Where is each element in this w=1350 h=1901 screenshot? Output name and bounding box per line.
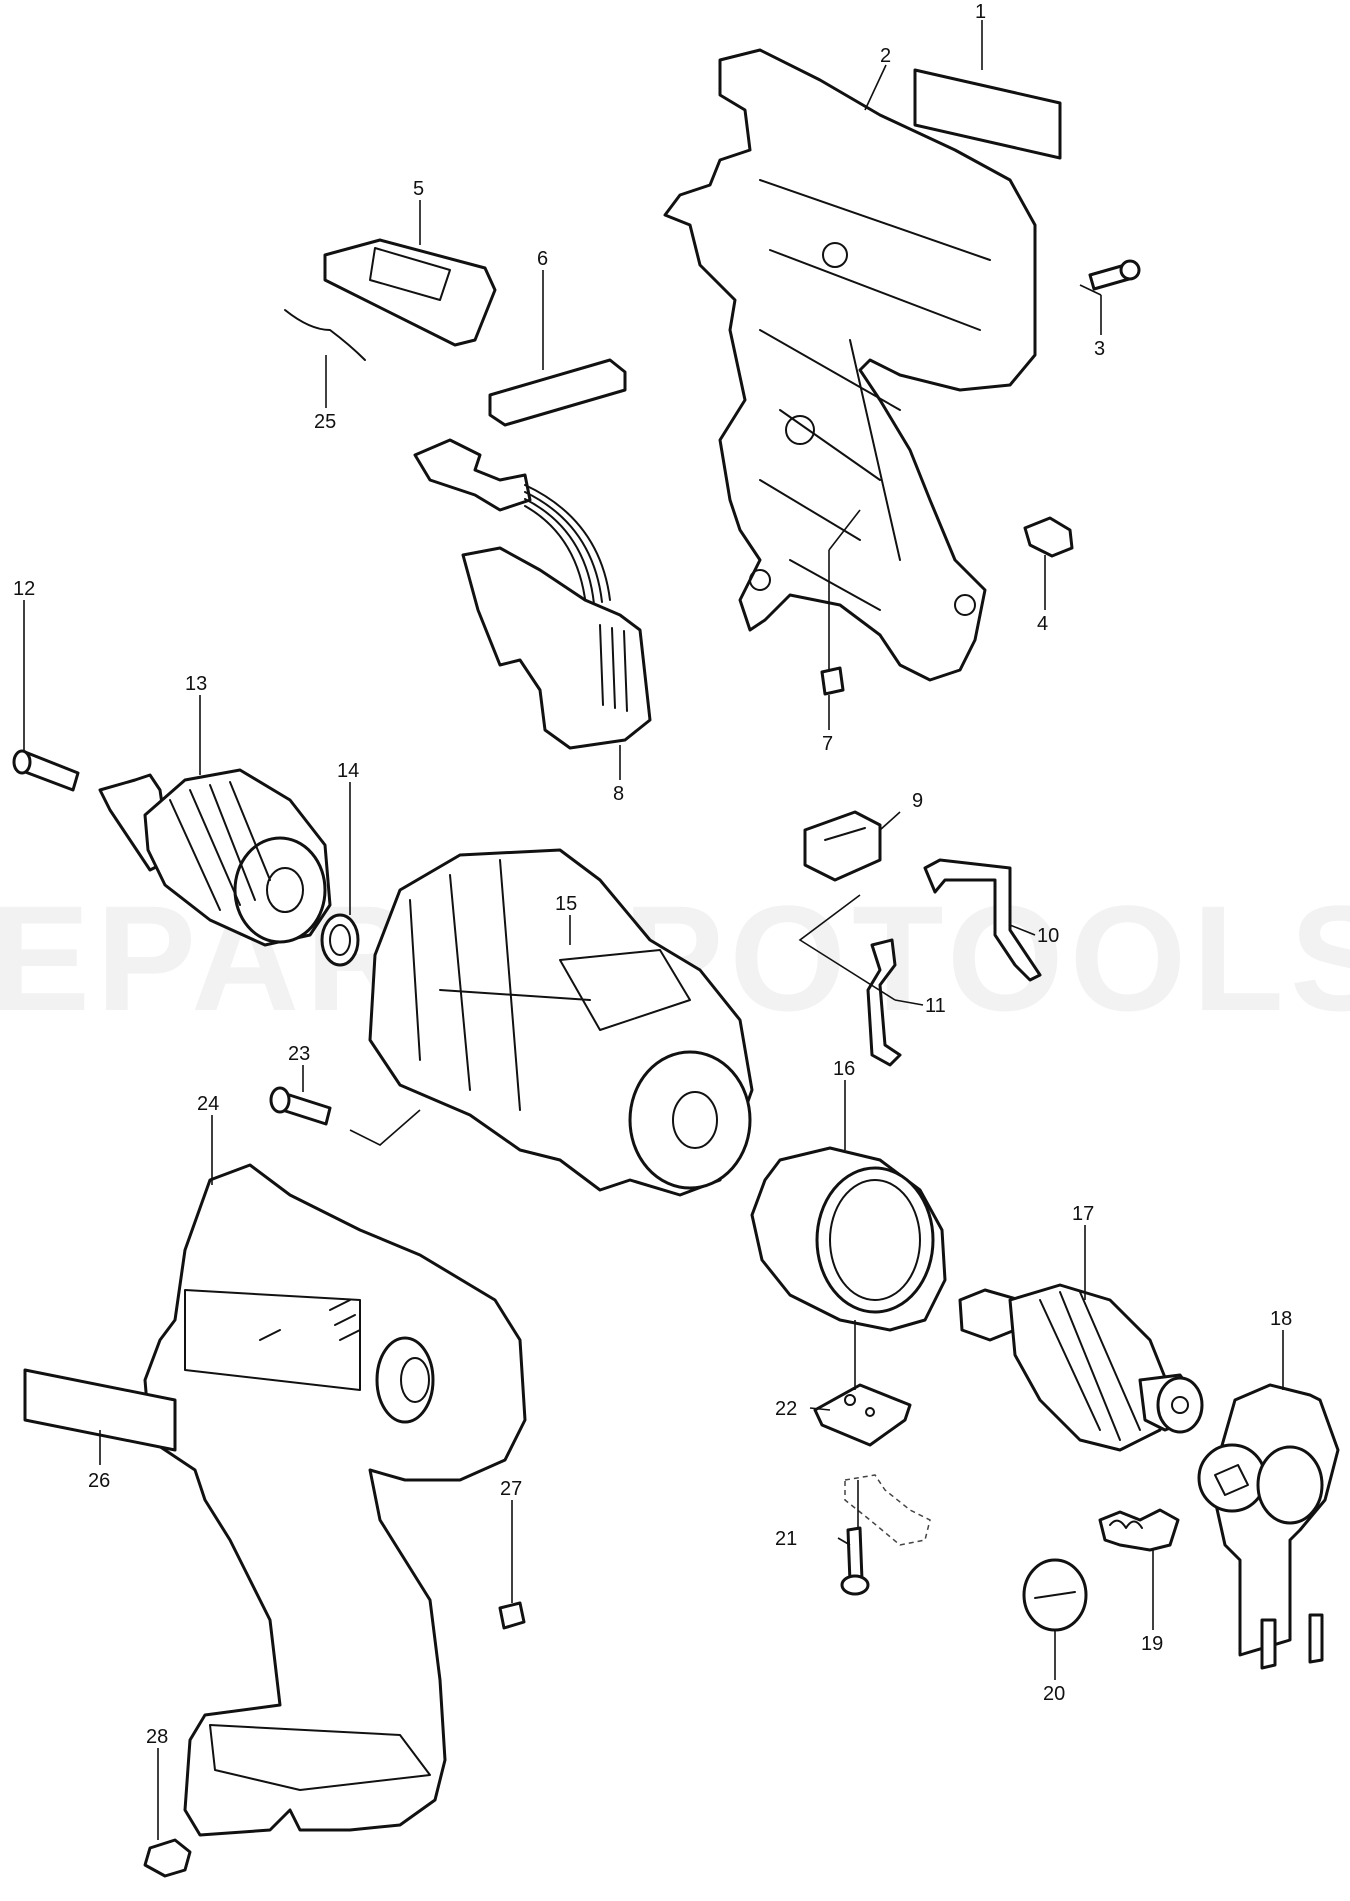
callout-21: 21 [775, 1528, 797, 1550]
callout-17: 17 [1072, 1203, 1094, 1225]
callout-labels: 1 2 3 4 5 6 7 8 9 10 11 12 13 14 15 16 1… [13, 1, 1292, 1748]
part-6-slide-lever [488, 358, 627, 427]
part-5-switch-cover [323, 238, 497, 347]
callout-27: 27 [500, 1478, 522, 1500]
callout-10: 10 [1037, 925, 1059, 947]
callout-23: 23 [288, 1043, 310, 1065]
part-13-keyless-chuck [98, 768, 332, 947]
part-18-brush-holder-assembly [1197, 1383, 1340, 1670]
part-17-armature [958, 1283, 1204, 1452]
part-28-clip [143, 1838, 192, 1878]
callout-5: 5 [413, 178, 424, 200]
part-24-housing-left [143, 1163, 527, 1837]
part-11-terminal [866, 938, 902, 1067]
callout-19: 19 [1141, 1633, 1163, 1655]
part-25-spring [284, 309, 366, 361]
part-15-gear-assembly [368, 848, 754, 1197]
callout-20: 20 [1043, 1683, 1065, 1705]
callout-25: 25 [314, 411, 336, 433]
callout-14: 14 [337, 760, 359, 782]
part-2-housing-right [663, 48, 1037, 682]
callout-24: 24 [197, 1093, 219, 1115]
part-26-label-plate [23, 1368, 177, 1452]
callout-28: 28 [146, 1726, 168, 1748]
part-1-name-plate [913, 68, 1062, 160]
part-10-bracket [923, 858, 1042, 982]
part-4-clip [1023, 516, 1074, 558]
callout-15: 15 [555, 893, 577, 915]
callout-9: 9 [912, 790, 923, 812]
part-3-screw [1088, 259, 1141, 291]
callout-16: 16 [833, 1058, 855, 1080]
dashed-mounting-position [844, 1474, 931, 1546]
callout-6: 6 [537, 248, 548, 270]
callout-3: 3 [1094, 338, 1105, 360]
part-14-washer [320, 913, 360, 967]
part-27-pin [498, 1601, 526, 1630]
callout-8: 8 [613, 783, 624, 805]
part-16-yoke [750, 1146, 947, 1332]
part-8-switch-assembly [413, 438, 652, 750]
callout-7: 7 [822, 733, 833, 755]
part-9-brush-holder [803, 810, 882, 882]
callout-26: 26 [88, 1470, 110, 1492]
callout-4: 4 [1037, 613, 1048, 635]
part-19-carbon-brush [1098, 1508, 1180, 1552]
part-23-screw [269, 1086, 332, 1126]
callout-13: 13 [185, 673, 207, 695]
callout-2: 2 [880, 45, 891, 67]
leader-lines [23, 20, 1284, 1840]
part-21-screw [840, 1526, 870, 1596]
callout-18: 18 [1270, 1308, 1292, 1330]
part-7-pin [820, 666, 845, 696]
callout-1: 1 [975, 1, 986, 23]
callout-22: 22 [775, 1398, 797, 1420]
callout-11: 11 [925, 995, 946, 1017]
callout-12: 12 [13, 578, 35, 600]
part-22-plate [813, 1383, 912, 1447]
part-20-brush-cap [1022, 1558, 1088, 1632]
part-12-chuck-screw [12, 749, 80, 792]
